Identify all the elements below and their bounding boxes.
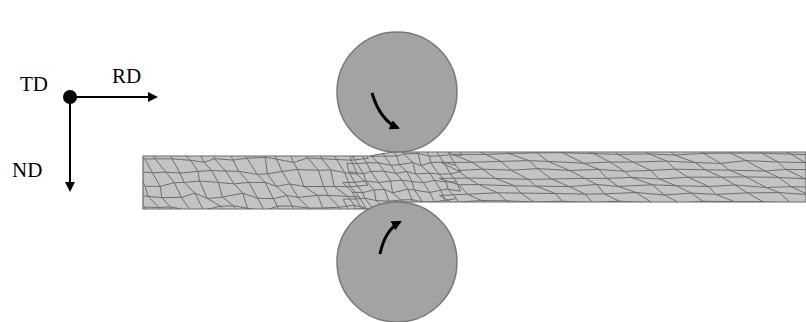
rd-axis-arrow [70,96,156,98]
upper-roll [337,32,457,152]
lower-roll [337,202,457,322]
grain-mesh [437,145,806,220]
grain-boundaries [132,145,806,235]
grain-mesh [132,145,369,235]
axis-label: ND [12,160,42,181]
nd-axis-arrow [69,97,71,190]
lower-roll-rotation-arrow [380,222,400,254]
upper-roll-rotation-arrow [372,93,398,128]
td-axis-dot [63,90,77,104]
axis-label: RD [112,66,141,87]
axis-label: TD [20,74,48,95]
metal-strip [143,152,806,209]
